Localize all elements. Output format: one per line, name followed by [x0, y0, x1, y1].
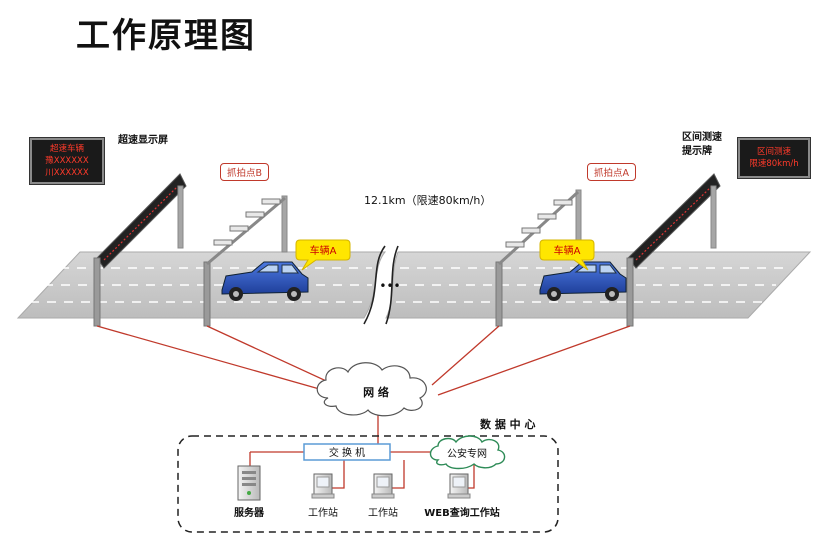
overspeed-sign-line2: 豫XXXXXX — [45, 156, 89, 166]
road-break-dots: ••• — [379, 279, 400, 293]
right-led-text-line — [635, 185, 713, 261]
distance-label: 12.1km（限速80km/h） — [364, 194, 492, 207]
callout-vehicle-left: 车辆A — [295, 239, 351, 271]
overspeed-screen-label: 超速显示屏 — [118, 135, 168, 146]
right-led-pole-front — [626, 257, 634, 327]
overspeed-sign-line3: 川XXXXXX — [45, 168, 89, 178]
workstation-2-icon — [371, 473, 395, 499]
left-led-text-line — [103, 185, 179, 261]
workstation-1-label: 工作站 — [308, 506, 338, 519]
zone-screen-label-line2: 提示牌 — [682, 146, 712, 157]
network-cloud — [316, 362, 427, 417]
capture-a-cameras — [505, 199, 573, 248]
network-links — [96, 325, 631, 489]
vehicle-left-label: 车辆A — [310, 244, 337, 257]
overspeed-sign-line1: 超速车辆 — [49, 144, 84, 154]
left-led-pole-front — [93, 257, 101, 327]
road-break-left-curve — [363, 245, 386, 325]
zone-screen-label: 区间测速 提示牌 — [682, 131, 722, 159]
right-led-pole-back — [710, 185, 717, 249]
capture-b-pole — [203, 261, 211, 327]
web-workstation-icon — [447, 473, 471, 499]
workstation-1-icon — [311, 473, 335, 499]
web-workstation-label: WEB查询工作站 — [424, 506, 499, 519]
police-net-label: 公安专网 — [447, 447, 487, 460]
vehicle-right-label: 车辆A — [554, 244, 581, 257]
car-left — [221, 261, 309, 301]
capture-a-tag: 抓拍点A — [587, 163, 636, 181]
capture-a-pole — [495, 261, 503, 327]
data-center-label: 数 据 中 心 — [480, 417, 536, 431]
server-label: 服务器 — [234, 506, 265, 519]
callout-vehicle-right: 车辆A — [539, 239, 595, 271]
car-right — [539, 261, 627, 301]
data-center-box — [177, 435, 559, 533]
capture-b-cameras — [213, 198, 281, 246]
zone-screen-label-line1: 区间测速 — [682, 132, 722, 143]
overspeed-led-sign: 超速车辆 豫XXXXXX 川XXXXXX — [30, 138, 104, 184]
capture-b-pole-back — [281, 195, 288, 253]
server-icon — [237, 465, 261, 501]
page-title: 工作原理图 — [76, 16, 256, 56]
workstation-2-label: 工作站 — [368, 506, 398, 519]
road-break-right-curve — [385, 245, 399, 325]
zone-led-sign: 区间测速 限速80km/h — [738, 138, 810, 178]
network-label: 网 络 — [363, 385, 389, 399]
switch-label: 交 换 机 — [329, 446, 365, 459]
zone-sign-line2: 限速80km/h — [749, 159, 799, 169]
police-net-cloud — [429, 435, 506, 470]
switch-box — [303, 443, 391, 461]
left-led-pole-back — [177, 185, 184, 249]
capture-b-tag: 抓拍点B — [220, 163, 270, 181]
zone-sign-line1: 区间测速 — [756, 147, 791, 157]
